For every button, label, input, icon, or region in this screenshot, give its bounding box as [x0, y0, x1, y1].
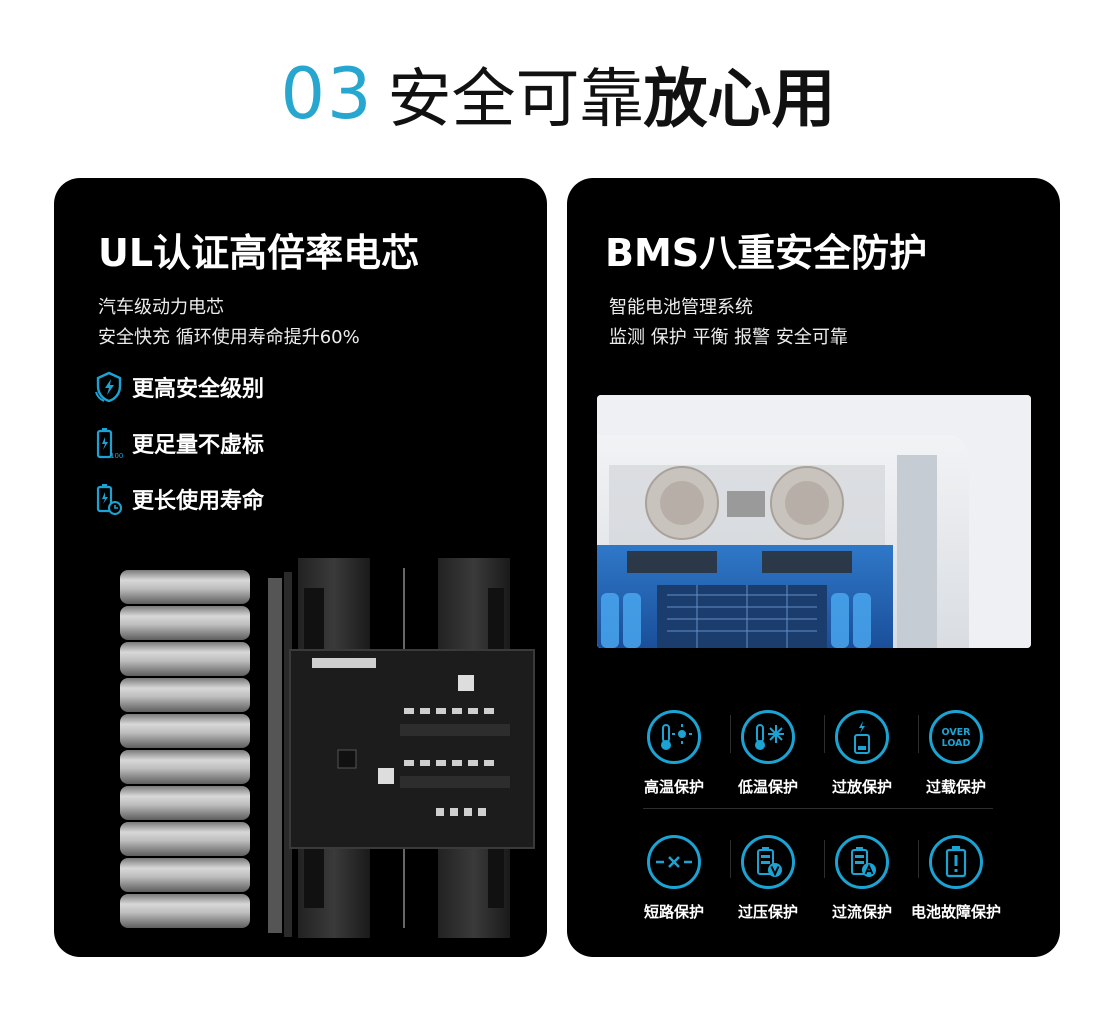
battery-current-icon [835, 835, 889, 889]
card-title: UL认证高倍率电芯 [98, 231, 420, 275]
protection-label: 电池故障保护 [910, 903, 1001, 921]
protection-over-current: 过流保护 [815, 835, 909, 931]
card-subtitle-line: 监测 保护 平衡 报警 安全可靠 [609, 327, 848, 348]
headline-text-bold: 放心用 [643, 63, 836, 137]
cylindrical-cells [120, 570, 250, 928]
battery-cell-card: UL认证高倍率电芯 汽车级动力电芯 安全快充 循环使用寿命提升60% 更高安全级… [54, 178, 547, 957]
headline-text-regular: 安全可靠 [387, 63, 644, 137]
feature-label: 更高安全级别 [132, 377, 265, 402]
svg-text:LOAD: LOAD [942, 738, 971, 749]
shield-bolt-icon [95, 371, 122, 403]
protection-label: 过压保护 [737, 903, 798, 921]
bms-product-photo [597, 395, 1031, 648]
protection-label: 过载保护 [925, 778, 986, 796]
protection-label: 高温保护 [643, 778, 704, 796]
battery-pack-illustration [120, 558, 535, 938]
battery-fault-icon [929, 835, 983, 889]
headline-number: 03 [280, 53, 374, 135]
feature-item: 更长使用寿命 [94, 481, 264, 517]
battery-discharge-icon [835, 710, 889, 764]
short-circuit-icon [647, 835, 701, 889]
bms-circuit-board [289, 649, 535, 849]
feature-item: 100 更足量不虚标 [94, 425, 264, 461]
protection-short-circuit: 短路保护 [627, 835, 721, 931]
feature-item: 更高安全级别 [94, 369, 264, 405]
protection-over-discharge: 过放保护 [815, 710, 909, 806]
overload-icon: OVER LOAD [929, 710, 983, 764]
protection-high-temp: 高温保护 [627, 710, 721, 806]
battery-voltage-icon [741, 835, 795, 889]
bms-protection-card: BMS八重安全防护 智能电池管理系统 监测 保护 平衡 报警 安全可靠 [567, 178, 1060, 957]
svg-text:100: 100 [110, 452, 123, 460]
protection-overload: OVER LOAD 过载保护 [909, 710, 1003, 806]
protection-label: 低温保护 [737, 778, 798, 796]
protection-over-voltage: 过压保护 [721, 835, 815, 931]
protection-battery-fault: 电池故障保护 [909, 835, 1003, 931]
thermometer-snow-icon [741, 710, 795, 764]
feature-label: 更足量不虚标 [132, 433, 265, 458]
protection-label: 过流保护 [831, 903, 892, 921]
thermometer-sun-icon [647, 710, 701, 764]
protection-label: 短路保护 [643, 903, 704, 921]
card-subtitle-line: 智能电池管理系统 [609, 297, 753, 318]
card-subtitle-line: 安全快充 循环使用寿命提升60% [98, 327, 360, 348]
feature-label: 更长使用寿命 [132, 489, 265, 514]
protection-low-temp: 低温保护 [721, 710, 815, 806]
battery-clock-icon [96, 484, 122, 515]
battery-100-icon: 100 [96, 428, 123, 460]
card-subtitle-line: 汽车级动力电芯 [98, 297, 224, 318]
svg-text:OVER: OVER [942, 727, 972, 738]
card-title: BMS八重安全防护 [605, 231, 928, 275]
protection-label: 过放保护 [831, 778, 892, 796]
